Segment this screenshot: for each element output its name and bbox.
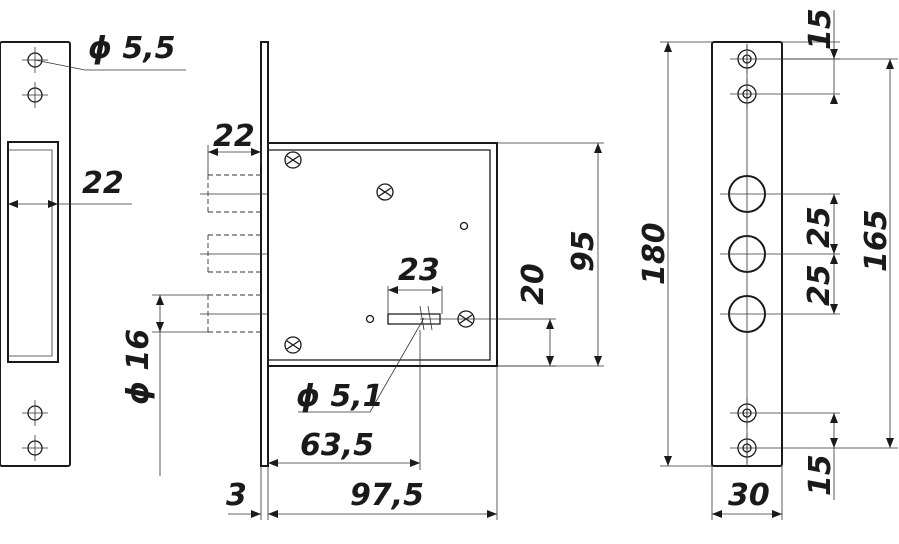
dim-key-width: 23	[398, 253, 440, 288]
dim-bolt-diameter: ϕ 16	[121, 329, 156, 405]
dim-faceplate-length: 180	[637, 222, 672, 285]
strike-hole-bottom-2	[22, 435, 48, 461]
case-screw-2	[376, 183, 394, 201]
keyhole	[387, 305, 441, 331]
faceplate-hole-top-2	[730, 79, 840, 109]
dim-case-depth: 97,5	[350, 478, 424, 513]
dim-recess-width: 22	[82, 166, 124, 201]
dim-hole-diameter: ϕ 5,5	[88, 31, 175, 66]
bolt-1	[200, 174, 268, 213]
strike-hole-top-2	[22, 82, 48, 108]
dim-key-center-height: 20	[516, 263, 551, 305]
dim-case-height: 95	[566, 230, 601, 272]
lock-body-view: 22 ϕ 16 23	[121, 41, 604, 520]
lock-case	[267, 142, 498, 367]
strike-plate-outline	[0, 41, 71, 467]
strike-plate-recess	[7, 141, 59, 363]
dim-screw-span: 165	[859, 209, 894, 272]
dim-faceplate-width: 30	[728, 478, 770, 513]
bolt-3	[200, 294, 268, 333]
dim-bottom-hole-offset: 15	[803, 454, 838, 496]
faceplate-front-view: 180 30 15 25 25 15 165	[637, 8, 898, 520]
bolt-2	[200, 234, 268, 273]
case-screw-1	[284, 151, 302, 169]
strike-hole-bottom-1	[22, 400, 48, 426]
strike-plate-view: ϕ 5,5 22	[0, 31, 186, 467]
pin-hole-2	[365, 314, 375, 324]
dim-top-hole-offset: 15	[803, 8, 838, 50]
faceplate-hole-bottom-1	[730, 398, 840, 428]
dim-bolt-pitch-2: 25	[802, 264, 837, 306]
case-screw-3	[284, 336, 302, 354]
dim-bolt-spacing: 22	[213, 119, 255, 154]
pin-hole-1	[459, 221, 469, 231]
dim-backset: 63,5	[300, 428, 374, 463]
dim-keyhole-diameter: ϕ 5,1	[296, 379, 383, 414]
dim-faceplate-thickness: 3	[226, 478, 247, 513]
dim-bolt-pitch-1: 25	[802, 206, 837, 248]
